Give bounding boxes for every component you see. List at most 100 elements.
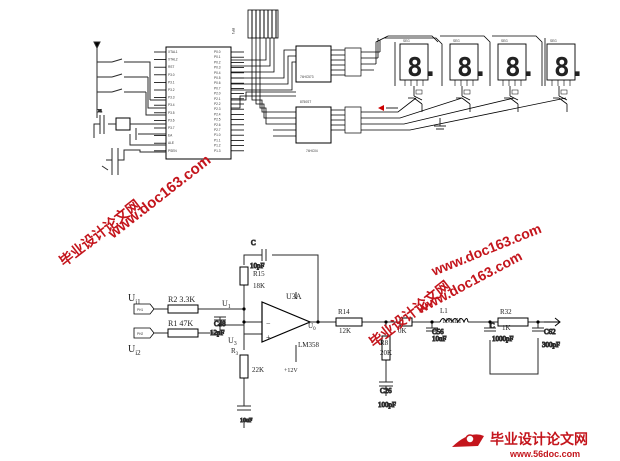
cf-value: 10pF <box>250 262 265 270</box>
microcontroller-chip: XTAL1XTAL2RSTP3.0P3.1P3.2P3.3P3.4P3.5P3.… <box>154 46 244 160</box>
capacitor-c-mid: C 1000pF <box>484 322 514 344</box>
opamp-minus: − <box>266 319 271 328</box>
resistor-r32: R32 1K <box>497 308 529 332</box>
c56-label: C56 <box>432 328 444 336</box>
c62-value: 300pF <box>542 341 560 349</box>
seven-segment-display: SEG 8. <box>497 39 536 86</box>
mcu-left-pin-label: XTAL1 <box>168 50 178 54</box>
mcu-left-pin-label: P3.0 <box>168 73 175 77</box>
seven-segment-display: SEG 8. <box>399 39 438 86</box>
r8-label: R8 <box>380 339 389 347</box>
c-mid-value: 1000pF <box>492 335 514 343</box>
mcu-right-pin-label: P0.2 <box>214 60 221 64</box>
l1-label: L1 <box>440 307 448 315</box>
op-amp: − + U3A LM358 U0 +12V <box>261 292 320 374</box>
resistor-r2: R2 3.3K <box>167 295 199 314</box>
display-top-label: SEG <box>501 39 508 43</box>
r32-label: R32 <box>500 308 512 316</box>
display-top-label: SEG <box>453 39 460 43</box>
mcu-left-pin-labels: XTAL1XTAL2RSTP3.0P3.1P3.2P3.3P3.4P3.5P3.… <box>168 50 178 153</box>
display-digit: 8. <box>505 53 536 83</box>
mcu-right-pin-label: P2.5 <box>214 118 221 122</box>
crystal-oscillator: X1 <box>93 109 166 146</box>
mcu-right-pin-label: P1.3 <box>214 149 221 153</box>
driver-transistor <box>408 86 423 112</box>
mcu-right-pin-label: P2.1 <box>214 97 221 101</box>
display-top-label: SEG <box>550 39 557 43</box>
c48-value: 12pF <box>210 329 225 337</box>
port-a-label: PH1 <box>137 308 143 312</box>
cap-bottom-value: 10uF <box>240 418 253 424</box>
display-top-label: SEG <box>403 39 410 43</box>
mcu-right-pin-label: P1.0 <box>214 133 221 137</box>
mcu-left-pin-label: XTAL2 <box>168 58 178 62</box>
r3-label: R3 <box>231 347 239 357</box>
r32-value: 1K <box>502 324 511 332</box>
mcu-right-pin-labels: P0.0P0.1P0.2P0.3P0.4P0.5P0.6P0.7P2.0P2.1… <box>214 50 221 153</box>
mcu-left-pin-label: P3.5 <box>168 111 175 115</box>
mcu-right-pin-label: P0.4 <box>214 71 221 75</box>
crystal-label: X1 <box>98 109 102 113</box>
resistor-r3: R3 22K <box>231 347 264 379</box>
mcu-left-pin-label: P3.6 <box>168 118 175 122</box>
mcu-right-pin-label: P1.2 <box>214 144 221 148</box>
opamp-label: U3A <box>286 292 302 301</box>
driver-transistor <box>504 86 519 112</box>
logo-cn: 毕业设计论文网 <box>490 431 588 448</box>
capacitor-bottom: 10uF <box>237 405 254 425</box>
mcu-left-pin-label: EA <box>168 134 173 138</box>
junctions <box>218 307 540 327</box>
output-terminal <box>544 317 561 327</box>
mcu-right-pin-label: P2.7 <box>214 128 221 132</box>
resistor-array-upper <box>344 47 380 77</box>
display-digit: 8. <box>407 53 438 83</box>
r14-label: R14 <box>338 308 350 316</box>
ground-symbol <box>378 105 446 130</box>
mcu-right-pin-label: P0.6 <box>214 81 221 85</box>
r3-value: 22K <box>252 366 264 374</box>
c26-value: 100pF <box>378 401 396 409</box>
network-label: RP1 <box>231 28 235 34</box>
mcu-left-pin-label: P3.3 <box>168 96 175 100</box>
input-port-b: PH2 <box>133 327 155 339</box>
mcu-right-pin-label: P0.3 <box>214 66 221 70</box>
reset-switch <box>101 148 166 175</box>
mcu-left-pin-label: PSEN <box>168 149 177 153</box>
driver-transistor <box>553 86 568 112</box>
r2-label: R2 3.3K <box>168 295 195 304</box>
latch-upper-label: 74HC573 <box>300 75 314 79</box>
watermark-url-1: www.doc163.com <box>104 152 214 243</box>
digital-section: XTAL1XTAL2RSTP3.0P3.1P3.2P3.3P3.4P3.5P3.… <box>93 9 585 175</box>
resistor-r1: R1 47K <box>167 319 199 338</box>
push-switches <box>93 41 166 118</box>
resistor-r15: R15 18K <box>239 266 265 290</box>
mcu-right-pin-label: P1.1 <box>214 138 221 142</box>
data-bus <box>231 38 296 137</box>
opamp-plus: + <box>266 333 271 342</box>
watermark-cn-1: 毕业设计论文网 <box>56 196 144 270</box>
supply-label: +12V <box>284 368 298 374</box>
resistor-array-lower <box>344 97 567 134</box>
mcu-right-pin-label: P2.6 <box>214 123 221 127</box>
capacitor-c56: C56 10uF <box>426 327 447 344</box>
input-port-a: PH1 <box>133 303 155 315</box>
mcu-left-pin-label: P3.1 <box>168 80 175 84</box>
inductor-l1: L1 100uH <box>439 307 469 325</box>
mcu-right-pin-label: P2.4 <box>214 112 221 116</box>
resistor-r14: R14 12K <box>335 308 363 335</box>
c56-value: 10uF <box>432 335 447 343</box>
latch-lower-sub: 8750ST <box>300 100 311 104</box>
opamp-out: U0 <box>308 322 316 332</box>
latch-lower-label: 74HC04 <box>306 149 318 153</box>
capacitor-c26: C26 100pF <box>378 381 397 410</box>
port-b-label: PH2 <box>137 332 143 336</box>
cf-label: C <box>251 239 256 247</box>
resistor-middle: 0K <box>398 317 413 335</box>
latch-lower-chip: 8750ST 74HC04 <box>295 97 567 153</box>
c48-label: C48 <box>214 320 226 328</box>
opamp-part: LM358 <box>298 341 320 349</box>
mcu-left-pin-label: RST <box>168 65 174 69</box>
